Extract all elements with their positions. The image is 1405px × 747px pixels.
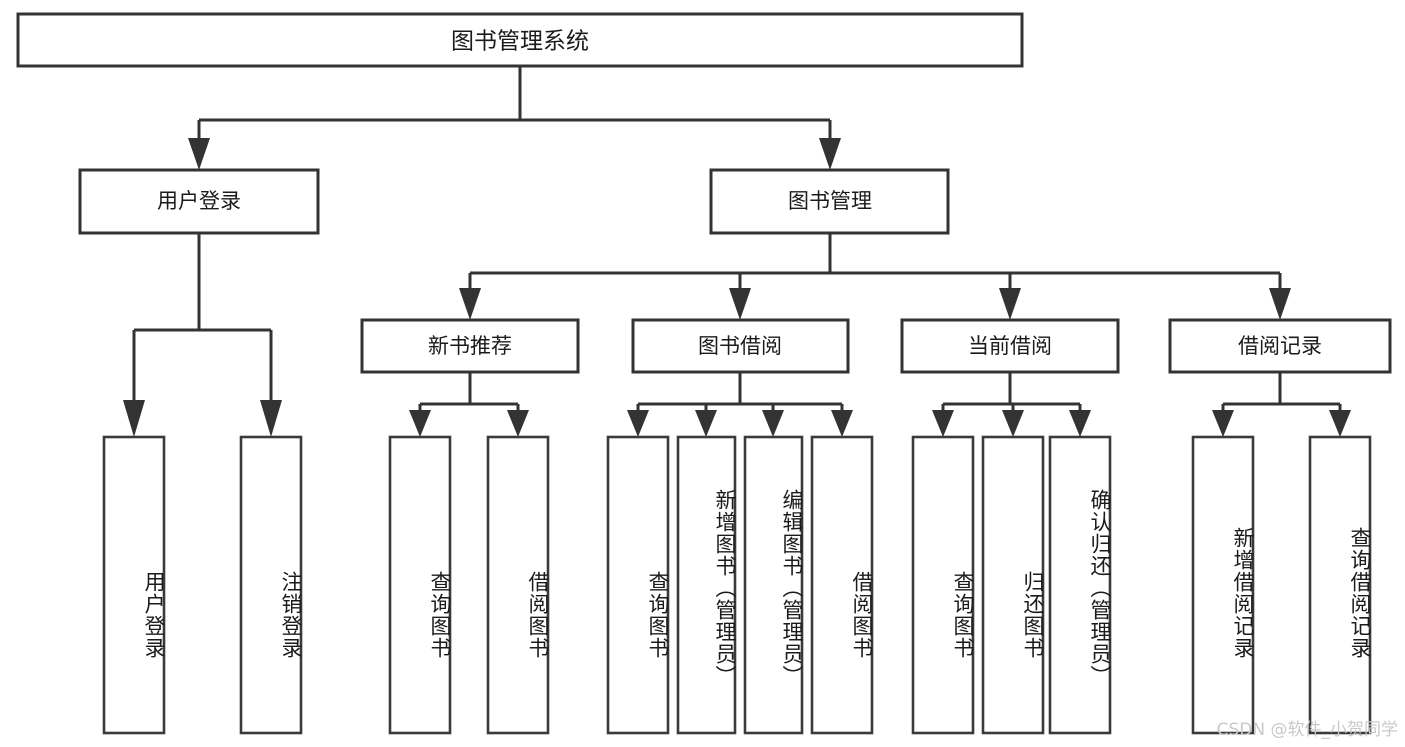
arrow-head-leaf-br-1 — [1212, 410, 1234, 437]
node-new-book-recommend[interactable] — [360, 318, 580, 374]
node-user-login[interactable] — [78, 168, 320, 235]
leaf-box-current-borrow-1[interactable] — [911, 435, 975, 735]
leaf-box-borrow-record-2[interactable] — [1308, 435, 1372, 735]
connector-group-user-login-to-leaves — [123, 233, 282, 437]
connector-group-new-book-to-leaves — [409, 372, 529, 437]
arrow-head-borrow-record — [1269, 288, 1291, 320]
arrow-head-leaf-nb-2 — [507, 410, 529, 437]
connector-group-book-mgmt-to-level3 — [459, 233, 1291, 320]
arrow-head-new-book — [459, 288, 481, 320]
leaf-box-new-book-1[interactable] — [388, 435, 452, 735]
node-borrow-record[interactable] — [1168, 318, 1392, 374]
arrow-head-leaf-cb-3 — [1069, 410, 1091, 437]
leaf-box-user-login-2[interactable] — [239, 435, 303, 735]
arrow-head-leaf-cb-2 — [1002, 410, 1024, 437]
node-current-borrow[interactable] — [900, 318, 1120, 374]
connector-group-borrow-record-to-leaves — [1212, 372, 1351, 437]
node-root-book-management-system[interactable] — [16, 12, 1024, 68]
arrow-head-book-mgmt — [819, 138, 841, 170]
leaf-box-book-borrow-2[interactable] — [676, 435, 737, 735]
arrow-head-user-login — [188, 138, 210, 170]
arrow-head-leaf-bb-2 — [695, 410, 717, 437]
leaf-box-book-borrow-1[interactable] — [606, 435, 670, 735]
leaf-box-book-borrow-4[interactable] — [810, 435, 874, 735]
connector-group-current-borrow-to-leaves — [932, 372, 1091, 437]
arrow-head-leaf-cb-1 — [932, 410, 954, 437]
label-borrow-record: 借阅记录 — [1238, 334, 1322, 358]
label-book-management: 图书管理 — [788, 189, 872, 213]
leaf-box-current-borrow-2[interactable] — [981, 435, 1045, 735]
arrow-head-leaf-nb-1 — [409, 410, 431, 437]
leaf-box-book-borrow-3[interactable] — [743, 435, 804, 735]
leaf-box-user-login-1[interactable] — [102, 435, 166, 735]
arrow-head-leaf-br-2 — [1329, 410, 1351, 437]
node-book-management[interactable] — [709, 168, 950, 235]
connector-group-book-borrow-to-leaves — [627, 372, 853, 437]
arrow-head-leaf-user-login — [123, 400, 145, 437]
arrow-head-leaf-logout — [260, 400, 282, 437]
label-book-borrow: 图书借阅 — [698, 334, 782, 358]
label-root-title: 图书管理系统 — [451, 29, 589, 55]
label-current-borrow: 当前借阅 — [968, 334, 1052, 358]
node-book-borrow[interactable] — [631, 318, 850, 374]
label-user-login: 用户登录 — [157, 189, 241, 213]
label-new-book-recommend: 新书推荐 — [428, 334, 512, 358]
arrow-head-leaf-bb-4 — [831, 410, 853, 437]
leaf-box-current-borrow-3[interactable] — [1048, 435, 1112, 735]
connector-group-root-to-level2 — [188, 66, 841, 170]
leaf-box-new-book-2[interactable] — [486, 435, 550, 735]
arrow-head-current-borrow — [999, 288, 1021, 320]
arrow-head-leaf-bb-3 — [762, 410, 784, 437]
leaf-box-borrow-record-1[interactable] — [1191, 435, 1255, 735]
arrow-head-leaf-bb-1 — [627, 410, 649, 437]
arrow-head-book-borrow — [729, 288, 751, 320]
csdn-watermark: CSDN @软件_小贺同学 — [1217, 720, 1398, 740]
